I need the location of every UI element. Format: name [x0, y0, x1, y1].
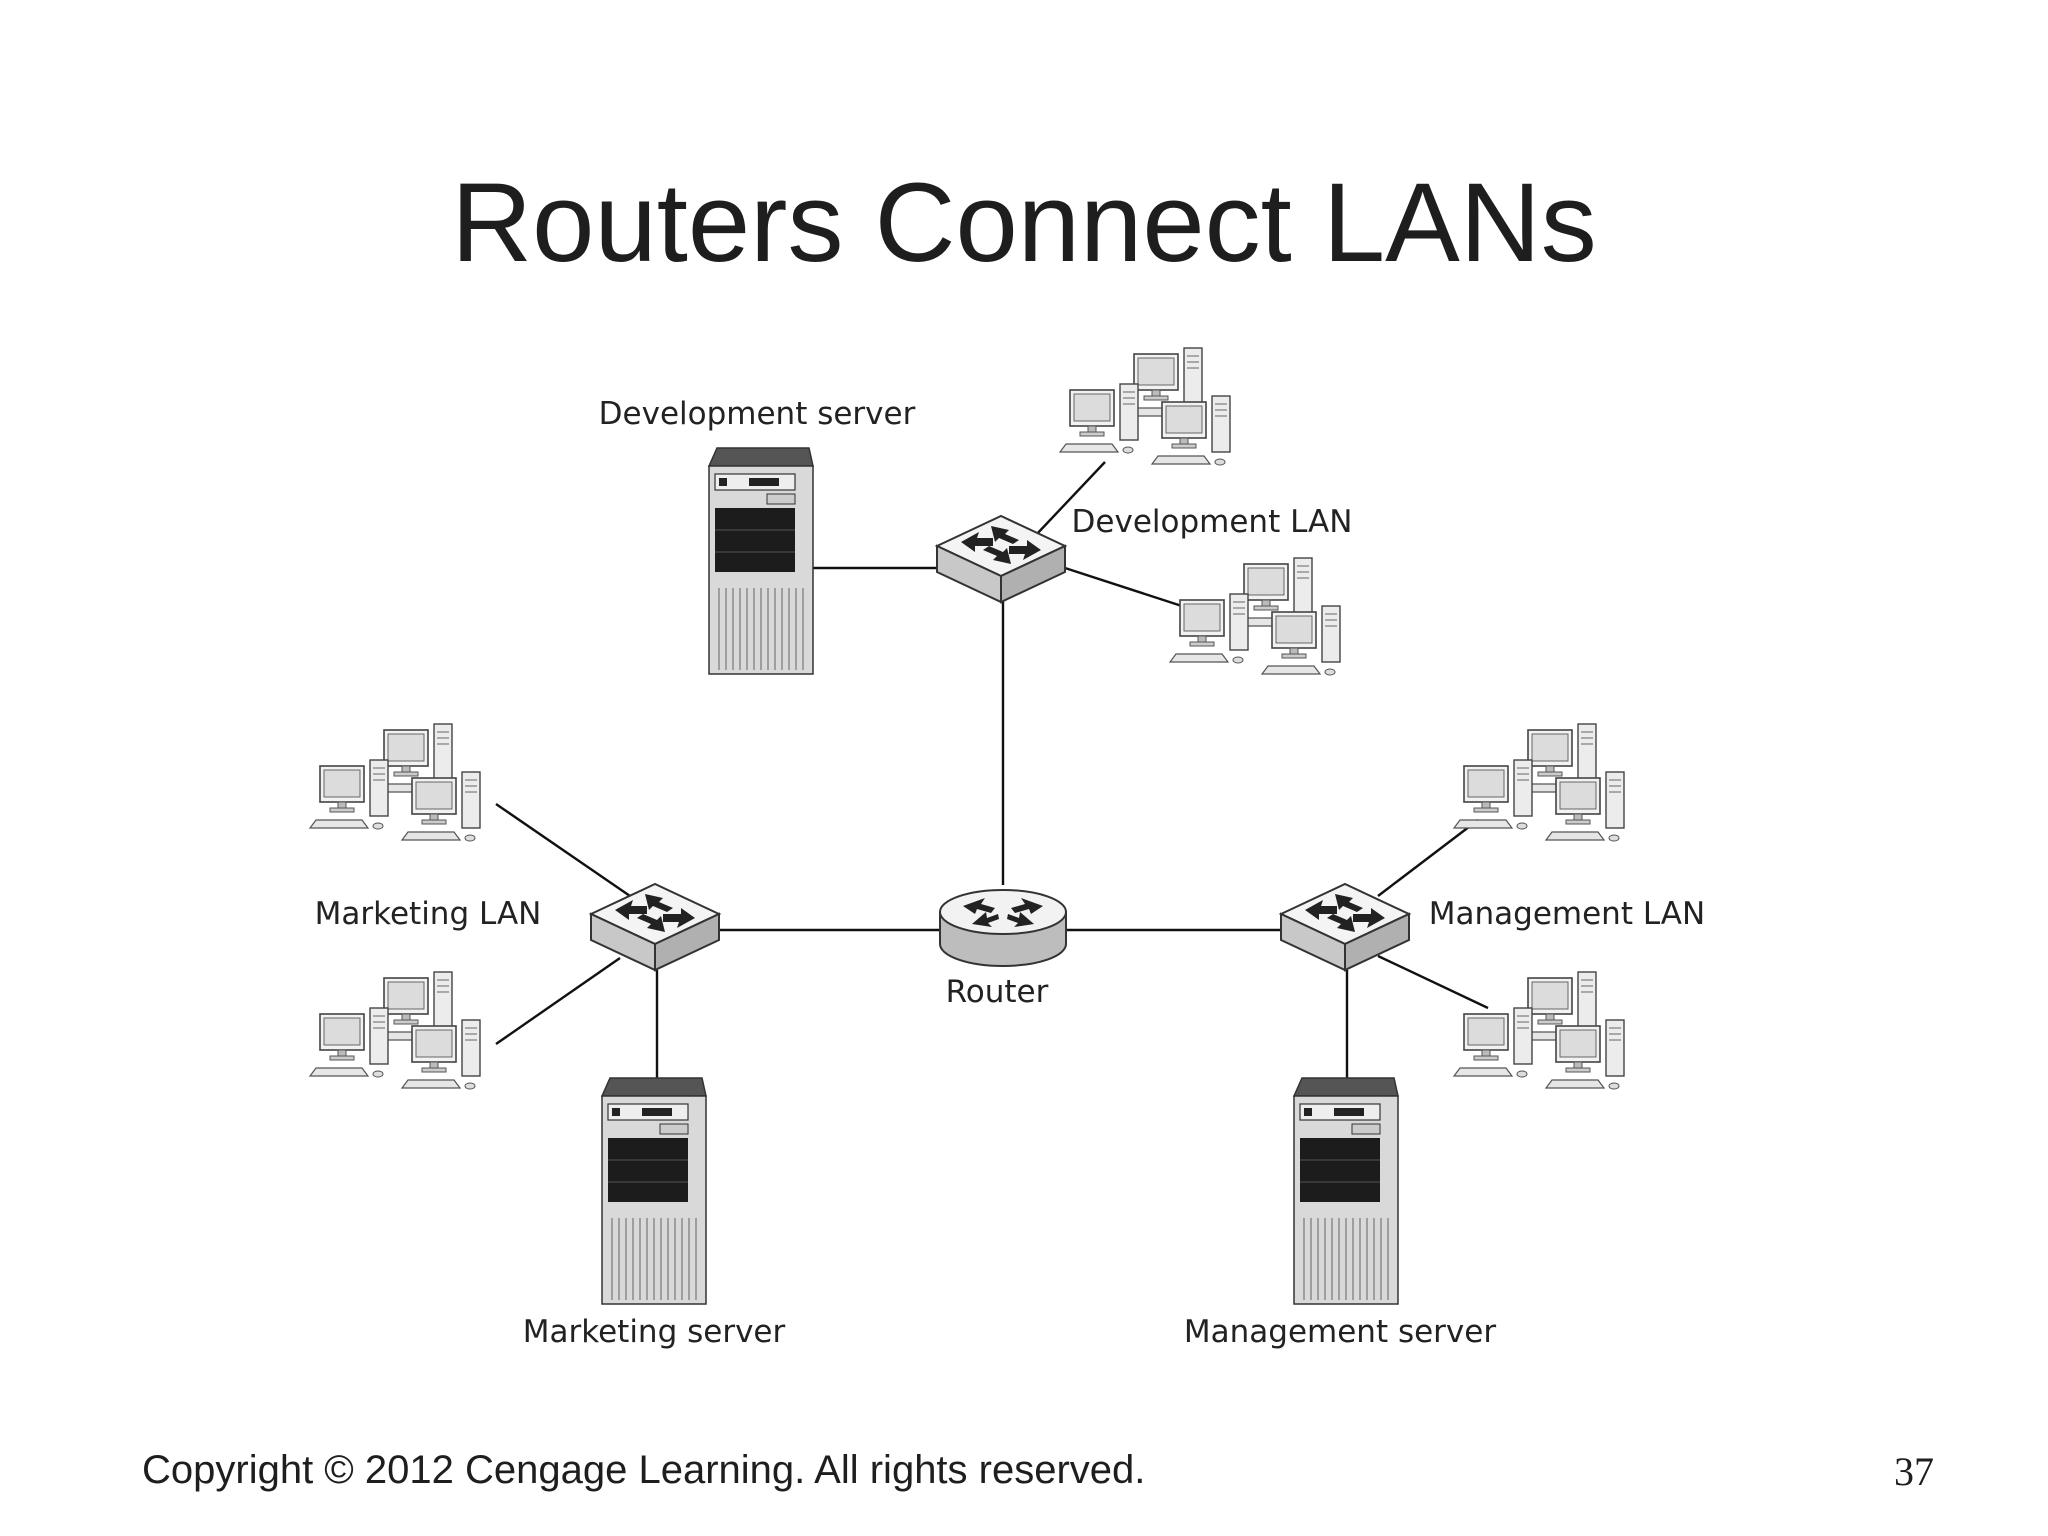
management-server-label: Management server [1184, 1314, 1496, 1350]
management-server-icon [1293, 1077, 1399, 1305]
marketing-lan-pc-cluster-top-icon [310, 724, 480, 841]
development-lan-pc-cluster-bottom-icon [1170, 558, 1340, 675]
marketing-switch-icon [590, 883, 720, 971]
management-switch-icon [1280, 883, 1410, 971]
development-lan-label: Development LAN [1072, 504, 1353, 540]
management-lan-pc-cluster-top-icon [1454, 724, 1624, 841]
copyright-footer: Copyright © 2012 Cengage Learning. All r… [142, 1448, 1146, 1492]
marketing-server-icon [601, 1077, 707, 1305]
router-icon [939, 889, 1067, 967]
marketing-server-label: Marketing server [523, 1314, 786, 1350]
page-number: 37 [1894, 1449, 1934, 1494]
development-switch-icon [936, 515, 1066, 603]
slide-title: Routers Connect LANs [451, 160, 1597, 285]
management-lan-label: Management LAN [1429, 896, 1705, 932]
development-lan-pc-cluster-top-icon [1060, 348, 1230, 465]
development-server-label: Development server [599, 396, 916, 432]
development-server-icon [708, 447, 814, 675]
router-label: Router [946, 974, 1049, 1010]
management-lan-pc-cluster-bottom-icon [1454, 972, 1624, 1089]
marketing-lan-label: Marketing LAN [315, 896, 542, 932]
marketing-lan-pc-cluster-bottom-icon [310, 972, 480, 1089]
connection-lines [495, 461, 1489, 1082]
